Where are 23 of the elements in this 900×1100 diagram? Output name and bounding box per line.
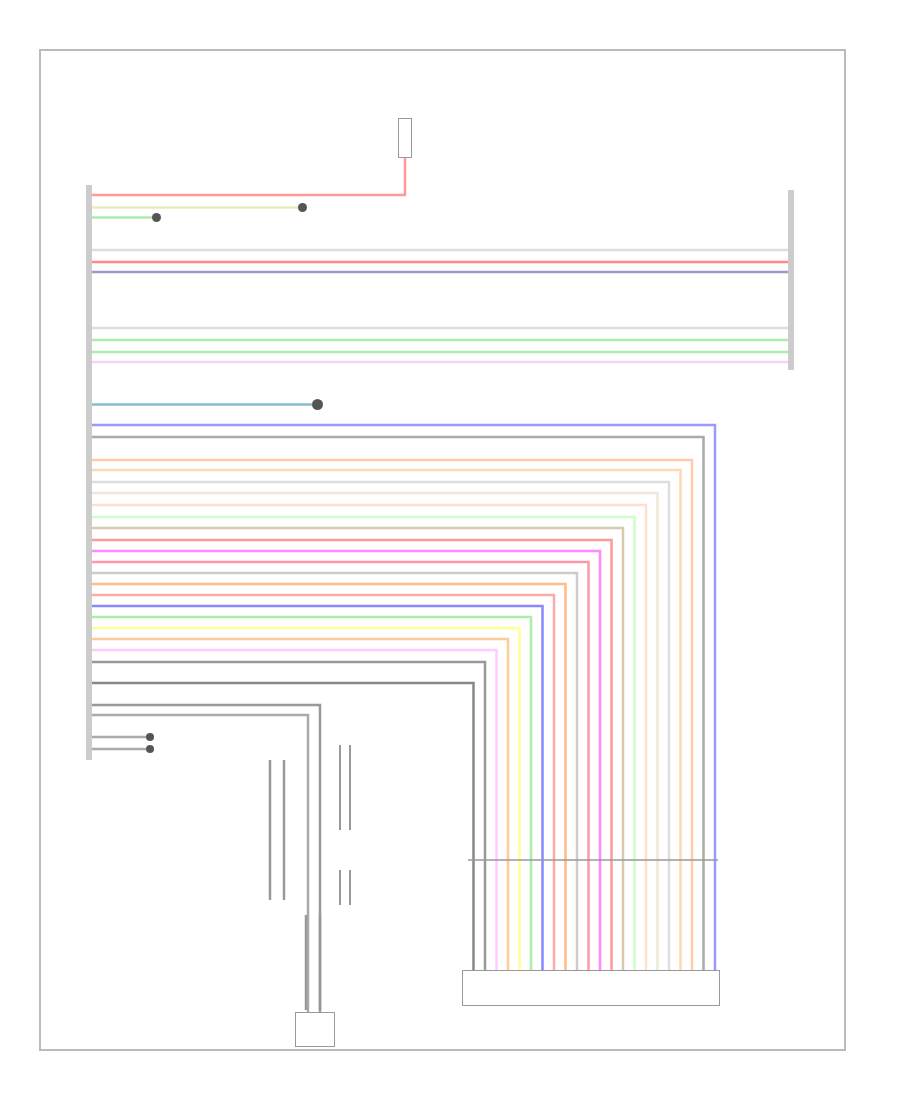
wire [92,270,788,274]
wire [92,216,152,219]
component-box [295,1012,335,1047]
splice-dot [298,203,307,212]
wire [92,158,407,197]
wire [92,735,146,739]
wire [92,338,788,342]
wire [92,326,788,330]
splice-dot [312,399,323,410]
wire [92,248,788,252]
connector-strip [788,190,794,370]
splice-dot [146,745,154,753]
wire [92,350,788,354]
component-box [398,118,412,158]
component-box [462,970,720,1006]
splice-dot [152,213,161,222]
connector-strip [86,185,92,760]
wire [92,206,298,209]
wire [92,403,312,406]
splice-dot [146,733,154,741]
wire [92,360,788,364]
wire [92,260,788,264]
wire [92,747,146,751]
